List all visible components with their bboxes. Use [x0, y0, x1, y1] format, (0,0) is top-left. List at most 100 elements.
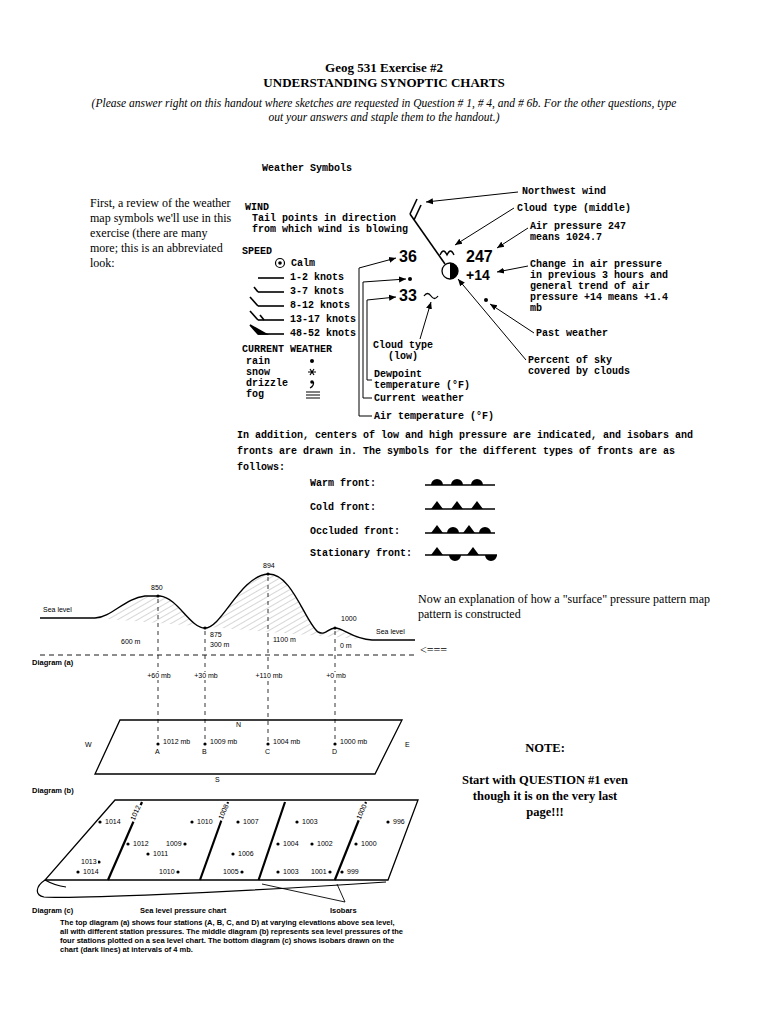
pressure-value: D [331, 748, 338, 756]
pressure-value: A [154, 748, 161, 756]
legend-label: fog [246, 389, 264, 400]
intro-paragraph: First, a review of the weather map symbo… [90, 196, 232, 271]
station-dot [203, 626, 206, 629]
station-drop-line [205, 631, 206, 741]
legend-label: drizzle [246, 378, 288, 389]
pressure-value: 1000 mb [339, 738, 368, 746]
annotation-label: Diagram (b) [32, 786, 74, 795]
wind-speed-symbols [250, 259, 285, 335]
station-model [450, 263, 458, 279]
legend-label: rain [246, 356, 270, 367]
pressure-value: 1010 [196, 818, 214, 826]
legend-label: 3-7 knots [290, 286, 344, 297]
description: Tail points in direction from which wind… [252, 213, 417, 235]
station-dot [328, 870, 331, 873]
page-title: UNDERSTANDING SYNOPTIC CHARTS [174, 75, 594, 91]
station-dot [146, 852, 149, 855]
pressure-value: 1009 mb [209, 738, 238, 746]
station-model [442, 263, 458, 279]
pressure-value: 1004 mb [272, 738, 301, 746]
pressure-value: 1005 [222, 868, 240, 876]
wind-speed-symbols [260, 315, 264, 320]
sheet-curl [37, 880, 386, 897]
pressure-value: 999 [346, 868, 360, 876]
wind-speed-symbols [250, 311, 258, 320]
station-dot [231, 852, 234, 855]
header-line: Geog 531 Exercise #2 [234, 60, 534, 76]
annotation-label: In addition, centers of low and high pre… [237, 428, 715, 476]
current-weather-symbols [308, 369, 316, 375]
wind-speed-symbols [250, 297, 258, 306]
annotation-label: Cloud type (middle) [517, 203, 631, 214]
pressure-value: 1006 [237, 850, 255, 858]
station-dot [190, 820, 193, 823]
station-dot [354, 842, 357, 845]
station-model [440, 251, 454, 255]
wind-speed-symbols [258, 277, 284, 279]
legend-label: Calm [291, 258, 315, 269]
annotation-label: Isobars [330, 906, 357, 915]
figure-heading: Weather Symbols [262, 163, 352, 174]
current-weather-symbols [310, 382, 314, 388]
station-model [484, 298, 488, 302]
annotation-label: +110 mb [246, 672, 292, 680]
sea-level-plane-outline [80, 712, 415, 784]
annotation-label: 1100 m [272, 636, 297, 644]
pressure-value: E [404, 741, 411, 749]
pressure-value: 1000 [355, 802, 369, 821]
pressure-value: 1000 [360, 840, 378, 848]
station-value: 36 [399, 248, 417, 266]
station-dot [333, 626, 336, 629]
wind-speed-symbols [254, 287, 258, 292]
front-symbols [431, 479, 483, 485]
annotation-label: Air pressure 247 means 1024.7 [530, 221, 630, 243]
station-dot [276, 842, 279, 845]
annotation-label: NOTE: [445, 740, 645, 756]
wind-speed-symbols [258, 291, 284, 293]
pressure-value: 1001 [310, 868, 328, 876]
callout-arrow [420, 302, 431, 339]
station-dot [276, 870, 279, 873]
wind-speed-symbols [276, 259, 285, 268]
front-symbols [431, 501, 483, 509]
station-dot [236, 820, 239, 823]
pressure-value: 996 [392, 818, 406, 826]
section-heading: SPEED [242, 246, 272, 257]
callout-arrow [458, 279, 526, 360]
station-model [408, 277, 412, 281]
pressure-value: 1012 [132, 840, 150, 848]
callout-arrow [455, 208, 514, 245]
isobar-bracket [337, 884, 345, 902]
isobar-bracket [262, 884, 345, 902]
sheet-curl [37, 880, 386, 897]
annotation-label: 875 [209, 631, 223, 639]
station-drop-line [335, 631, 336, 741]
pressure-value: 1009 [165, 840, 183, 848]
pressure-value: W [84, 741, 93, 749]
station-model [424, 294, 438, 299]
front-symbols [425, 479, 497, 561]
sheet-curl [45, 880, 66, 887]
pressure-value: 1004 [282, 840, 300, 848]
pressure-value: 1012 mb [162, 738, 191, 746]
annotation-label: Sea level pressure chart [140, 906, 226, 915]
legend-label: Warm front: [310, 478, 376, 489]
pressure-value: 1003 [282, 868, 300, 876]
wind-speed-symbols [278, 261, 282, 265]
annotation-label: Change in air pressure in previous 3 hou… [530, 259, 672, 314]
annotation-label: Past weather [536, 328, 608, 339]
annotation-label: +30 mb [185, 672, 227, 680]
legend-label: snow [246, 367, 270, 378]
current-weather-symbols [306, 392, 320, 398]
station-dot [98, 820, 101, 823]
station-dot [266, 572, 269, 575]
mountain-profile [40, 655, 415, 656]
annotation-label: Diagram (c) [32, 906, 73, 915]
station-dot [203, 742, 206, 745]
annotation-label: Air temperature (°F) [374, 411, 494, 422]
annotation-label: 0 m [339, 642, 353, 650]
wind-speed-symbols [250, 325, 266, 334]
annotation-label: <=== [420, 643, 447, 658]
